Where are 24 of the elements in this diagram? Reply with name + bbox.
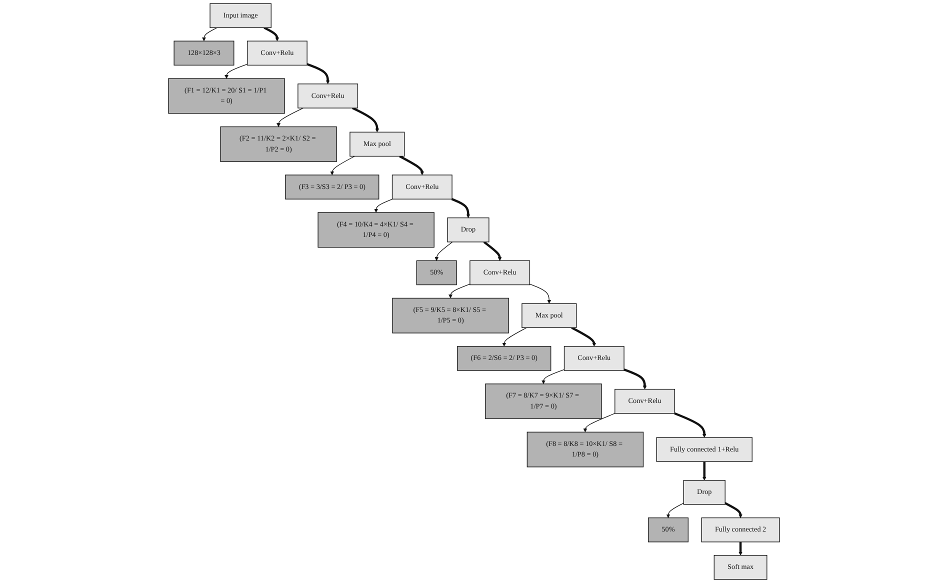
arrow — [738, 542, 742, 556]
arrow — [724, 502, 742, 518]
arrow — [224, 64, 248, 79]
arrow — [434, 242, 453, 261]
arrow — [666, 502, 684, 518]
arrow — [374, 198, 393, 213]
arrow — [276, 108, 304, 127]
arrow — [451, 198, 470, 218]
arrow — [352, 107, 380, 132]
arrow — [448, 284, 470, 298]
arrow — [583, 413, 616, 432]
arrow — [264, 26, 280, 42]
arrow — [571, 326, 596, 347]
arrow — [399, 155, 424, 176]
arrow — [202, 27, 218, 42]
arrow — [542, 369, 565, 384]
arrow — [529, 284, 552, 304]
arrow — [330, 156, 355, 176]
arrow — [483, 241, 502, 261]
arrow — [624, 368, 647, 390]
arrow — [702, 462, 706, 480]
arrow — [502, 327, 527, 347]
arrow — [674, 412, 706, 438]
arrow — [306, 63, 330, 84]
